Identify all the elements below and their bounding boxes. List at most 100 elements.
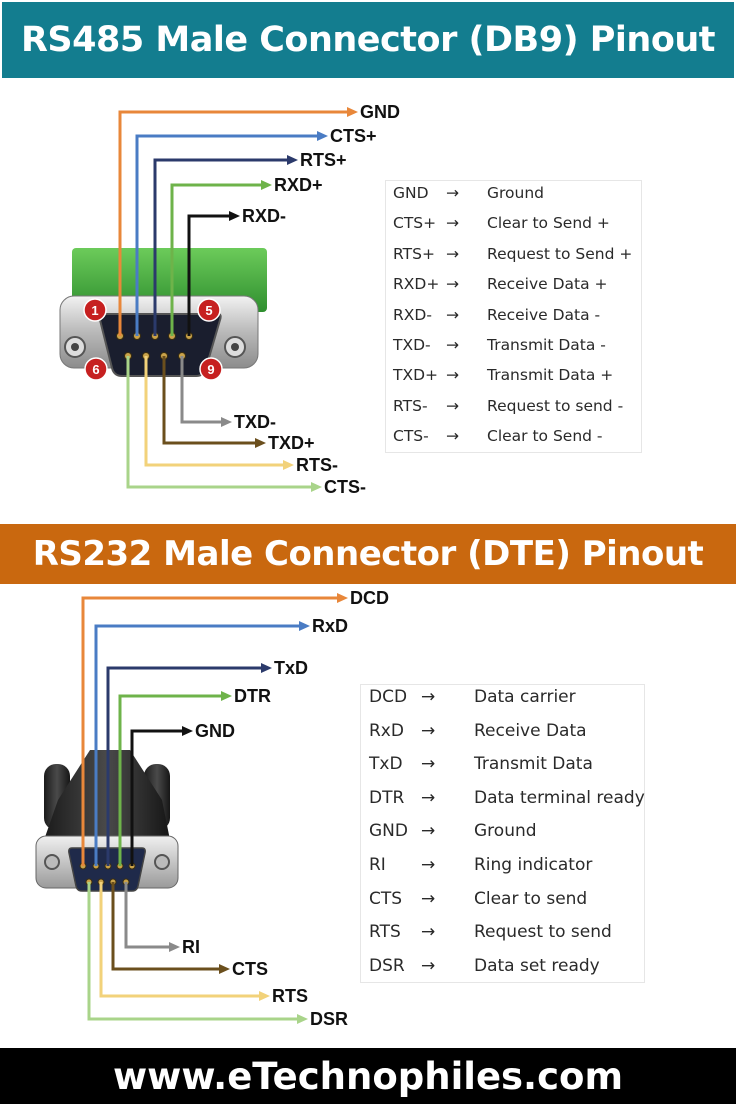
pin-marker-6-label: 6 (92, 362, 99, 377)
pin-code: RXD+ (393, 275, 440, 294)
pin-code: TXD- (393, 336, 431, 354)
pin-marker-5-label: 5 (205, 303, 212, 318)
wire-rxd-plus-arrowhead (261, 180, 272, 190)
pin-description: Data set ready (474, 955, 600, 976)
wire-rts-minus (144, 356, 284, 467)
pin-marker-9-badge (199, 357, 223, 381)
wire-label-txd-minus: TXD- (234, 412, 276, 432)
right-arrow-icon: → (421, 888, 436, 909)
wire-label-gnd: GND (195, 721, 235, 741)
pin-table-row: RTS+→Request to Send + (386, 245, 641, 267)
pin-code: DCD (369, 687, 408, 707)
wire-dsr-arrowhead (297, 1014, 308, 1024)
right-arrow-icon: → (446, 275, 459, 294)
left-flange-hole (44, 854, 60, 870)
pin-description: Receive Data (474, 720, 587, 741)
wire-label-txd: TxD (274, 658, 308, 678)
pin-code: RTS+ (393, 244, 435, 263)
wire-label-gnd: GND (360, 102, 400, 122)
pin-code: RTS- (393, 396, 428, 415)
wire-gnd-arrowhead (182, 726, 193, 736)
pin-table-row: CTS→Clear to send (361, 889, 644, 911)
wire-rxd-plus (170, 183, 262, 336)
right-arrow-icon: → (446, 244, 459, 263)
pin-marker-1-label: 1 (91, 303, 98, 318)
wire-rts-plus (153, 158, 288, 336)
wire-gnd (130, 729, 183, 866)
wire-group (118, 107, 358, 492)
wire-cts (111, 882, 220, 971)
right-arrow-icon: → (446, 305, 459, 324)
pin-code: RXD- (393, 305, 432, 324)
pin-table-row: GND→Ground (386, 184, 641, 206)
wire-label-txd-plus: TXD+ (268, 433, 315, 453)
wire-label-rxd-plus: RXD+ (274, 175, 323, 195)
pin-description: Request to send - (487, 396, 624, 415)
pin-code: DSR (369, 955, 405, 976)
wire-rts-plus-arrowhead (287, 155, 298, 165)
wire-label-dsr: DSR (310, 1009, 348, 1029)
wire-label-rts-plus: RTS+ (300, 150, 347, 170)
right-arrow-icon: → (421, 754, 436, 775)
wire-txd (106, 666, 262, 866)
pin-code: RxD (369, 720, 404, 741)
wire-rxd-arrowhead (299, 621, 310, 631)
pin-description: Clear to Send + (487, 214, 610, 233)
wire-label-rts-minus: RTS- (296, 455, 338, 475)
rs485-title-banner: RS485 Male Connector (DB9) Pinout (0, 0, 736, 80)
pin-description: Data terminal ready (474, 787, 645, 808)
pin-description: Transmit Data (474, 754, 593, 775)
wire-label-rxd: RxD (312, 616, 348, 636)
right-arrow-icon: → (421, 922, 436, 943)
pin-description: Clear to send (474, 888, 588, 909)
pin-code: TXD+ (393, 366, 439, 385)
wire-rts (99, 882, 260, 998)
pin-table-row: RTS→Request to send (361, 922, 644, 944)
right-arrow-icon: → (421, 855, 436, 875)
wire-label-dcd: DCD (350, 588, 389, 608)
right-arrow-icon: → (421, 821, 436, 842)
pin-code: GND (369, 821, 408, 842)
right-arrow-icon: → (421, 787, 436, 808)
wire-txd-arrowhead (261, 663, 272, 673)
wire-label-cts: CTS (232, 959, 268, 979)
pin-marker-1-badge (83, 298, 107, 322)
pin-code: DTR (369, 787, 405, 808)
wire-label-dtr: DTR (234, 686, 271, 706)
wire-group (81, 593, 348, 1024)
wire-rxd-minus-arrowhead (229, 211, 240, 221)
wire-cts-plus (135, 134, 318, 336)
pin-table-row: TXD+→Transmit Data + (386, 366, 641, 388)
wire-cts-plus-arrowhead (317, 131, 328, 141)
pin-marker-9-label: 9 (207, 362, 214, 377)
left-screw-hole (71, 343, 79, 351)
wire-gnd (118, 110, 348, 336)
wire-rxd-minus (187, 214, 230, 336)
pin-marker-5-badge (197, 298, 221, 322)
rs485-connector-diagram: GND CTS+ RTS+ RXD+ RXD- TXD- TXD+ RTS- C… (59, 102, 400, 497)
right-arrow-icon: → (446, 366, 459, 385)
pin-description: Ground (487, 184, 545, 202)
pin-table-row: RxD→Receive Data (361, 721, 644, 743)
pin-description: Data carrier (474, 687, 576, 707)
pin-code: CTS- (393, 427, 429, 446)
pin-table-row: RI → Ring indicator (361, 855, 644, 877)
wire-cts-minus (126, 356, 312, 489)
right-flange-hole (154, 854, 170, 870)
right-screw-hole (231, 343, 239, 351)
website-footer: www.eTechnophiles.com (0, 1048, 736, 1104)
wire-txd-minus (180, 356, 222, 424)
wire-rts-arrowhead (259, 991, 270, 1001)
pin-table-row: DCD→Data carrier (361, 687, 644, 709)
pin-code: GND (393, 184, 429, 202)
pin-table-row: TxD→Transmit Data (361, 754, 644, 776)
pin-code: RI (369, 855, 386, 875)
wire-cts-arrowhead (219, 964, 230, 974)
pin-description: Ring indicator (474, 855, 593, 875)
wire-dsr (87, 882, 298, 1021)
pin-table-row: GND→Ground (361, 821, 644, 843)
right-arrow-icon: → (446, 396, 459, 415)
pin-table-row: CTS-→Clear to Send - (386, 427, 641, 449)
